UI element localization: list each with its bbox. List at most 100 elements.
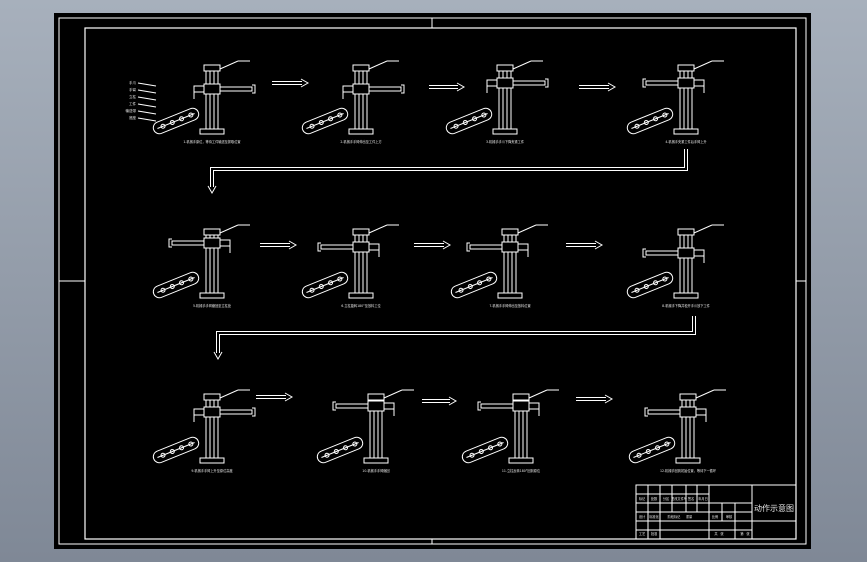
title-block-cell: 张	[746, 531, 750, 536]
roller	[662, 276, 668, 282]
inner-border	[84, 27, 797, 540]
column-cap	[203, 228, 221, 236]
flow-arrow-7-head	[284, 392, 294, 402]
roller	[352, 441, 358, 447]
arm-carriage	[677, 77, 695, 89]
flow-arrow-3-head	[607, 82, 617, 92]
roller	[497, 441, 503, 447]
title-block-cell: 设计	[639, 514, 646, 519]
step-caption: 4.机械手夹紧工件后手臂上升	[665, 139, 707, 144]
step-caption: 6.立柱旋转180°至放料工位	[341, 303, 381, 308]
step-caption: 3.机械手手爪下降夹紧工件	[486, 139, 525, 144]
part-label: 工件	[129, 101, 136, 106]
callout-line	[137, 117, 157, 122]
step-9: 9.机械手手臂上升至原位高度	[152, 389, 256, 473]
roller	[343, 445, 349, 451]
roller	[634, 123, 640, 129]
roller	[160, 452, 166, 458]
gripper	[332, 401, 336, 411]
title-block-cell: 签名	[688, 496, 694, 501]
conveyor-centerline	[466, 442, 504, 458]
title-block-cell: 更改文件号	[671, 496, 687, 501]
step-caption: 5.机械手手臂缩回至立柱处	[193, 303, 232, 308]
conveyor	[626, 271, 674, 299]
column-cap	[677, 228, 695, 236]
step-7: 7.机械手手臂伸出至放料位置	[450, 224, 548, 308]
gripper	[466, 242, 470, 252]
column	[205, 70, 219, 130]
title-block-cell: 张	[720, 531, 724, 536]
step-8: 8.机械手下降并松开手爪放下工件	[626, 224, 724, 308]
title-block-cell: 阶段标记	[668, 514, 682, 519]
roller	[309, 123, 315, 129]
title-block-cell: 共	[714, 531, 718, 536]
base	[508, 457, 534, 464]
arm-carriage	[203, 406, 221, 418]
callout-line	[137, 82, 157, 87]
part-label: 手臂	[129, 87, 136, 92]
conveyor-belt	[450, 271, 498, 299]
leader-line	[368, 60, 388, 70]
counterweight	[368, 243, 380, 251]
step-caption: 11.立柱反转180°回到原位	[502, 468, 541, 473]
conveyor-centerline	[631, 113, 669, 129]
conveyor-centerline	[306, 277, 344, 293]
counterweight	[193, 408, 205, 416]
conveyor-belt	[461, 436, 509, 464]
title-block-cells: 标记处数分区更改文件号签名年月日设计标准化阶段标记重量比例审核工艺批准共张第张	[639, 496, 751, 536]
conveyor-belt	[152, 436, 200, 464]
part-label: 底座	[129, 115, 136, 120]
conveyor	[152, 107, 200, 135]
base	[199, 457, 225, 464]
counterweight	[528, 402, 540, 410]
roller	[477, 280, 483, 286]
roller	[458, 287, 464, 293]
counterweight	[693, 79, 705, 87]
roller	[318, 283, 324, 289]
conveyor	[152, 271, 200, 299]
step-3: 3.机械手手爪下降夹紧工件	[445, 60, 549, 144]
gripper	[252, 407, 256, 417]
column-cap	[512, 393, 530, 401]
gripper	[317, 242, 321, 252]
roller	[653, 280, 659, 286]
leader-line	[219, 389, 239, 399]
conveyor	[450, 271, 498, 299]
step-caption: 8.机械手下降并松开手爪放下工件	[662, 303, 710, 308]
roller	[318, 119, 324, 125]
row-wrap-arrow-2	[219, 316, 696, 353]
flow-arrow-9-head	[604, 394, 614, 404]
conveyor-belt	[445, 107, 493, 135]
column	[354, 70, 368, 130]
counterweight	[486, 79, 498, 87]
roller	[488, 445, 494, 451]
title-block-cell: 比例	[712, 514, 718, 519]
step-1: 1.机械手原位，等待工件输送至抓取位置	[152, 60, 256, 144]
conveyor	[301, 107, 349, 135]
column-cap	[677, 64, 695, 72]
roller	[169, 448, 175, 454]
flow-arrow-8-head	[448, 396, 458, 406]
roller	[653, 116, 659, 122]
conveyor-belt	[301, 107, 349, 135]
part-label: 手爪	[129, 80, 136, 85]
base	[363, 457, 389, 464]
column-cap	[367, 393, 385, 401]
conveyor-belt	[152, 107, 200, 135]
row-wrap-arrow-1	[210, 149, 685, 187]
counterweight	[695, 408, 707, 416]
roller	[478, 448, 484, 454]
roller	[481, 112, 487, 118]
roller	[169, 119, 175, 125]
flow-arrow-4-head	[288, 240, 298, 250]
conveyor	[461, 436, 509, 464]
step-11: 11.立柱反转180°回到原位	[461, 389, 559, 473]
step-caption: 1.机械手原位，等待工件输送至抓取位置	[183, 139, 240, 144]
roller	[486, 276, 492, 282]
leader-line	[512, 60, 532, 70]
roller	[664, 441, 670, 447]
flow-arrows	[207, 78, 696, 406]
gripper	[168, 238, 172, 248]
